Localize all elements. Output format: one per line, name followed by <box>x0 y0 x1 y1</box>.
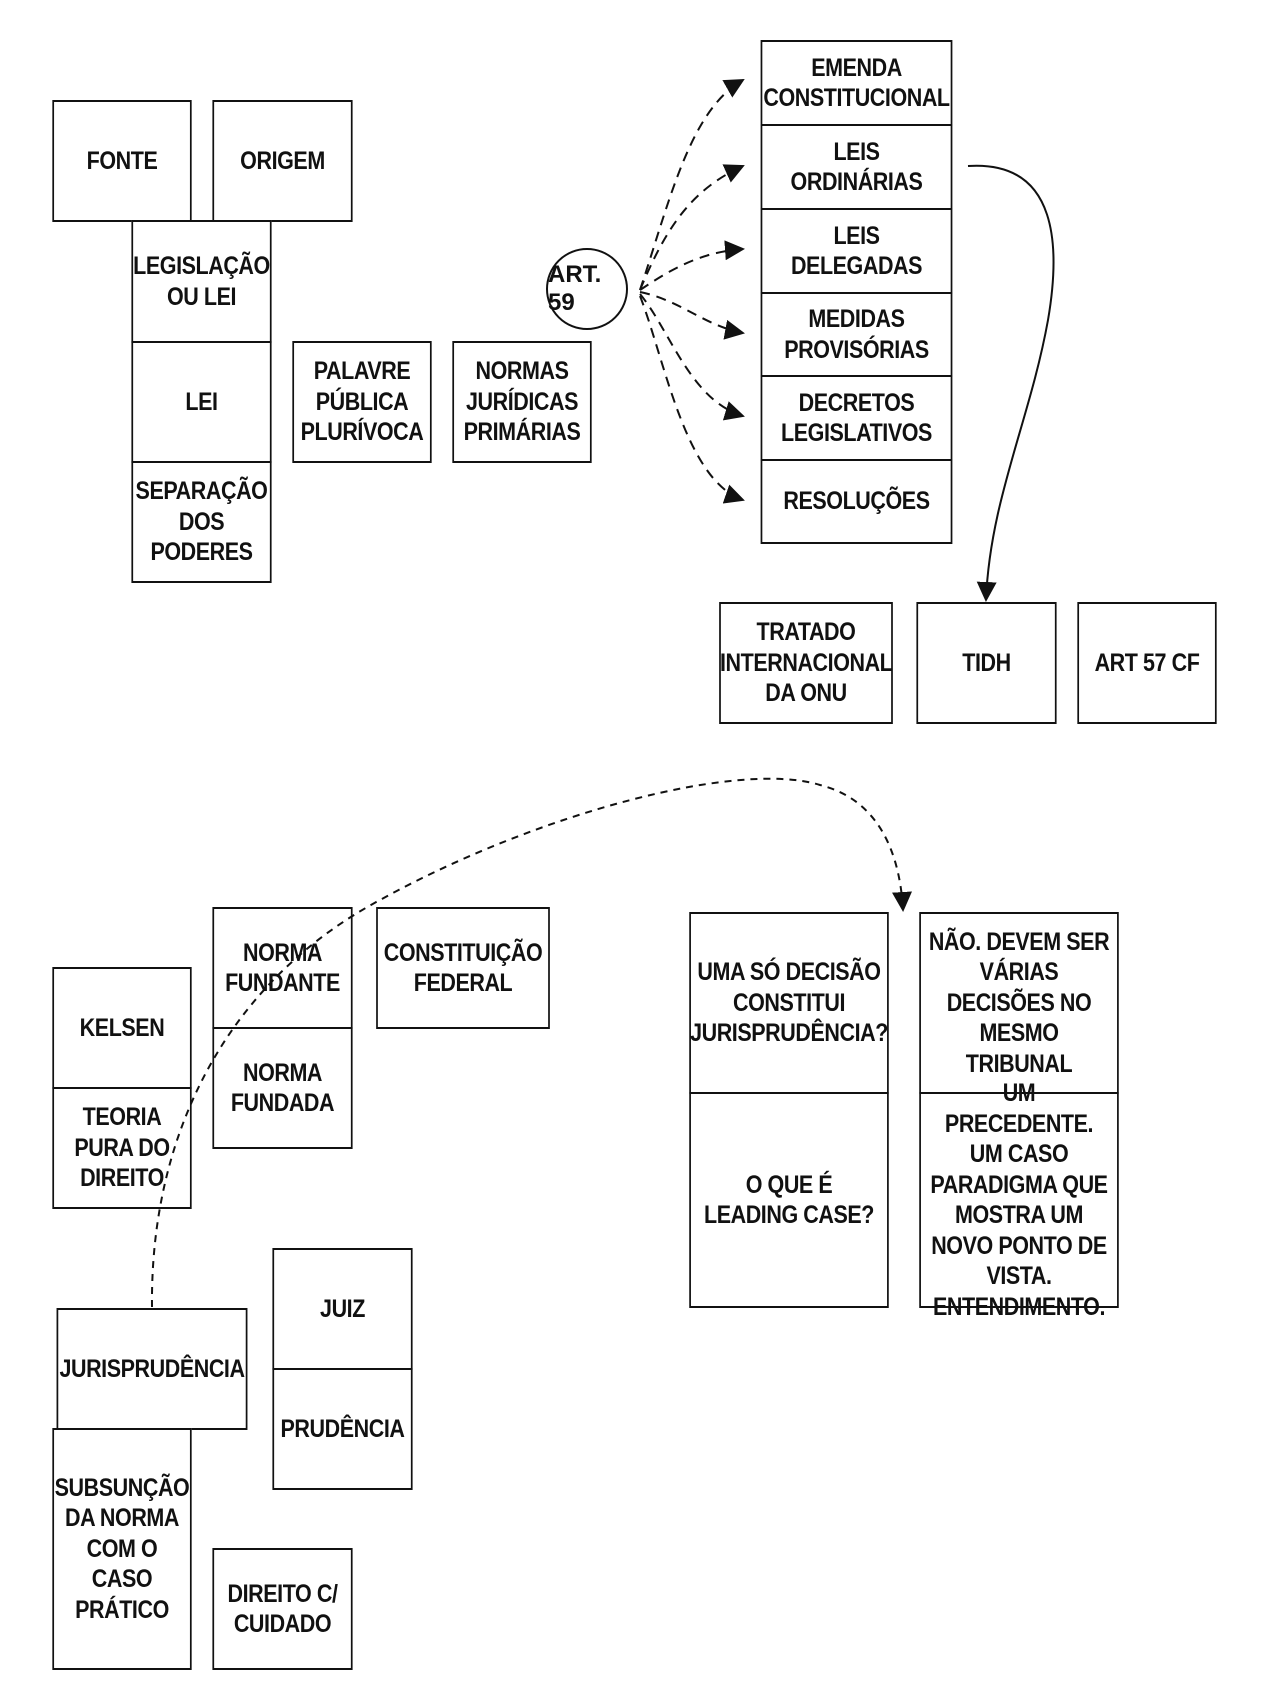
legislacao-ou-lei-label: LEGISLAÇÃO OU LEI <box>133 252 270 311</box>
direito-cuidado-box: DIREITO C/ CUIDADO <box>212 1548 353 1670</box>
norma-fundada-box: NORMA FUNDADA <box>212 1027 353 1149</box>
tratado-internacional-label: TRATADO INTERNACIONAL DA ONU <box>720 618 893 708</box>
fan-arrow-decretos <box>639 293 745 421</box>
faq-answer-2: UM PRECEDENTE. UM CASO PARADIGMA QUE MOS… <box>919 1079 1119 1321</box>
faq-question-1-label: UMA SÓ DECISÃO CONSTITUI JURISPRUDÊNCIA? <box>690 958 888 1048</box>
fan-arrow-emenda <box>639 79 745 291</box>
kelsen-label: KELSEN <box>79 1013 165 1042</box>
fan-arrow-medidas <box>639 291 745 340</box>
palavre-label: PALAVRE PÚBLICA PLURÍVOCA <box>300 357 424 447</box>
faq-answer-2-label: UM PRECEDENTE. UM CASO PARADIGMA QUE MOS… <box>930 1079 1108 1321</box>
tidh-label: TIDH <box>962 648 1011 677</box>
faq-answer-1-label: NÃO. DEVEM SER VÁRIAS DECISÕES NO MESMO … <box>928 927 1110 1078</box>
art59-item-label: RESOLUÇÕES <box>783 487 930 516</box>
fonte-box: FONTE <box>52 100 192 222</box>
legislacao-ou-lei-box: LEGISLAÇÃO OU LEI <box>131 220 272 343</box>
art59-item-decretos-legislativos: DECRETOS LEGISLATIVOS <box>760 375 953 461</box>
faq-question-2: O QUE É LEADING CASE? <box>689 1092 889 1308</box>
art57-box: ART 57 CF <box>1077 602 1217 724</box>
art59-item-label: EMENDA CONSTITUCIONAL <box>763 53 950 113</box>
art59-item-label: LEIS DELEGADAS <box>790 221 923 281</box>
normas-juridicas-box: NORMAS JURÍDICAS PRIMÁRIAS <box>452 341 592 463</box>
teoria-pura-box: TEORIA PURA DO DIREITO <box>52 1087 192 1209</box>
art59-item-emenda-constitucional: EMENDA CONSTITUCIONAL <box>760 40 953 126</box>
art59-item-label: MEDIDAS PROVISÓRIAS <box>784 305 929 364</box>
faq-question-2-label: O QUE É LEADING CASE? <box>703 1170 875 1230</box>
arrow-leis-ordinarias-to-tidh <box>967 164 1055 602</box>
separacao-poderes-label: SEPARAÇÃO DOS PODERES <box>135 477 268 567</box>
art59-label: ART. 59 <box>548 261 602 316</box>
kelsen-box: KELSEN <box>52 967 192 1089</box>
juiz-box: JUIZ <box>272 1248 413 1370</box>
constituicao-federal-label: CONSTITUIÇÃO FEDERAL <box>383 938 543 998</box>
norma-fundante-label: NORMA FUNDANTE <box>225 938 340 998</box>
fan-arrow-leis-delegadas <box>639 240 745 291</box>
art59-item-label: DECRETOS LEGISLATIVOS <box>781 388 932 448</box>
art59-item-leis-delegadas: LEIS DELEGADAS <box>760 208 953 294</box>
art59-item-leis-ordinarias: LEIS ORDINÁRIAS <box>760 124 953 210</box>
faq-answer-1: NÃO. DEVEM SER VÁRIAS DECISÕES NO MESMO … <box>919 912 1119 1094</box>
prudencia-label: PRUDÊNCIA <box>280 1414 405 1443</box>
juiz-label: JUIZ <box>320 1294 365 1323</box>
fan-arrow-resolucoes <box>639 295 745 504</box>
palavre-box: PALAVRE PÚBLICA PLURÍVOCA <box>292 341 432 463</box>
lei-label: LEI <box>185 387 218 416</box>
norma-fundante-box: NORMA FUNDANTE <box>212 907 353 1029</box>
art59-item-resolucoes: RESOLUÇÕES <box>760 459 953 544</box>
teoria-pura-label: TEORIA PURA DO DIREITO <box>74 1103 170 1193</box>
faq-question-1: UMA SÓ DECISÃO CONSTITUI JURISPRUDÊNCIA? <box>689 912 889 1094</box>
direito-cuidado-label: DIREITO C/ CUIDADO <box>227 1579 338 1639</box>
jurisprudencia-label: JURISPRUDÊNCIA <box>59 1354 245 1383</box>
art59-item-label: LEIS ORDINÁRIAS <box>790 137 923 197</box>
prudencia-box: PRUDÊNCIA <box>272 1368 413 1490</box>
constituicao-federal-box: CONSTITUIÇÃO FEDERAL <box>376 907 550 1029</box>
origem-label: ORIGEM <box>240 146 325 175</box>
subsuncao-box: SUBSUNÇÃO DA NORMA COM O CASO PRÁTICO <box>52 1428 192 1670</box>
art59-item-medidas-provisorias: MEDIDAS PROVISÓRIAS <box>760 292 953 377</box>
fonte-label: FONTE <box>86 146 158 175</box>
origem-box: ORIGEM <box>212 100 353 222</box>
art57-label: ART 57 CF <box>1094 648 1200 677</box>
tratado-internacional-box: TRATADO INTERNACIONAL DA ONU <box>719 602 893 724</box>
subsuncao-label: SUBSUNÇÃO DA NORMA COM O CASO PRÁTICO <box>54 1473 190 1624</box>
normas-juridicas-label: NORMAS JURÍDICAS PRIMÁRIAS <box>463 357 581 447</box>
tidh-box: TIDH <box>916 602 1057 724</box>
art59-circle: ART. 59 <box>546 248 628 330</box>
jurisprudencia-box: JURISPRUDÊNCIA <box>56 1308 248 1430</box>
separacao-poderes-box: SEPARAÇÃO DOS PODERES <box>131 461 272 583</box>
lei-box: LEI <box>131 341 272 463</box>
fan-arrow-leis-ordinarias <box>639 164 745 291</box>
norma-fundada-label: NORMA FUNDADA <box>230 1058 335 1118</box>
